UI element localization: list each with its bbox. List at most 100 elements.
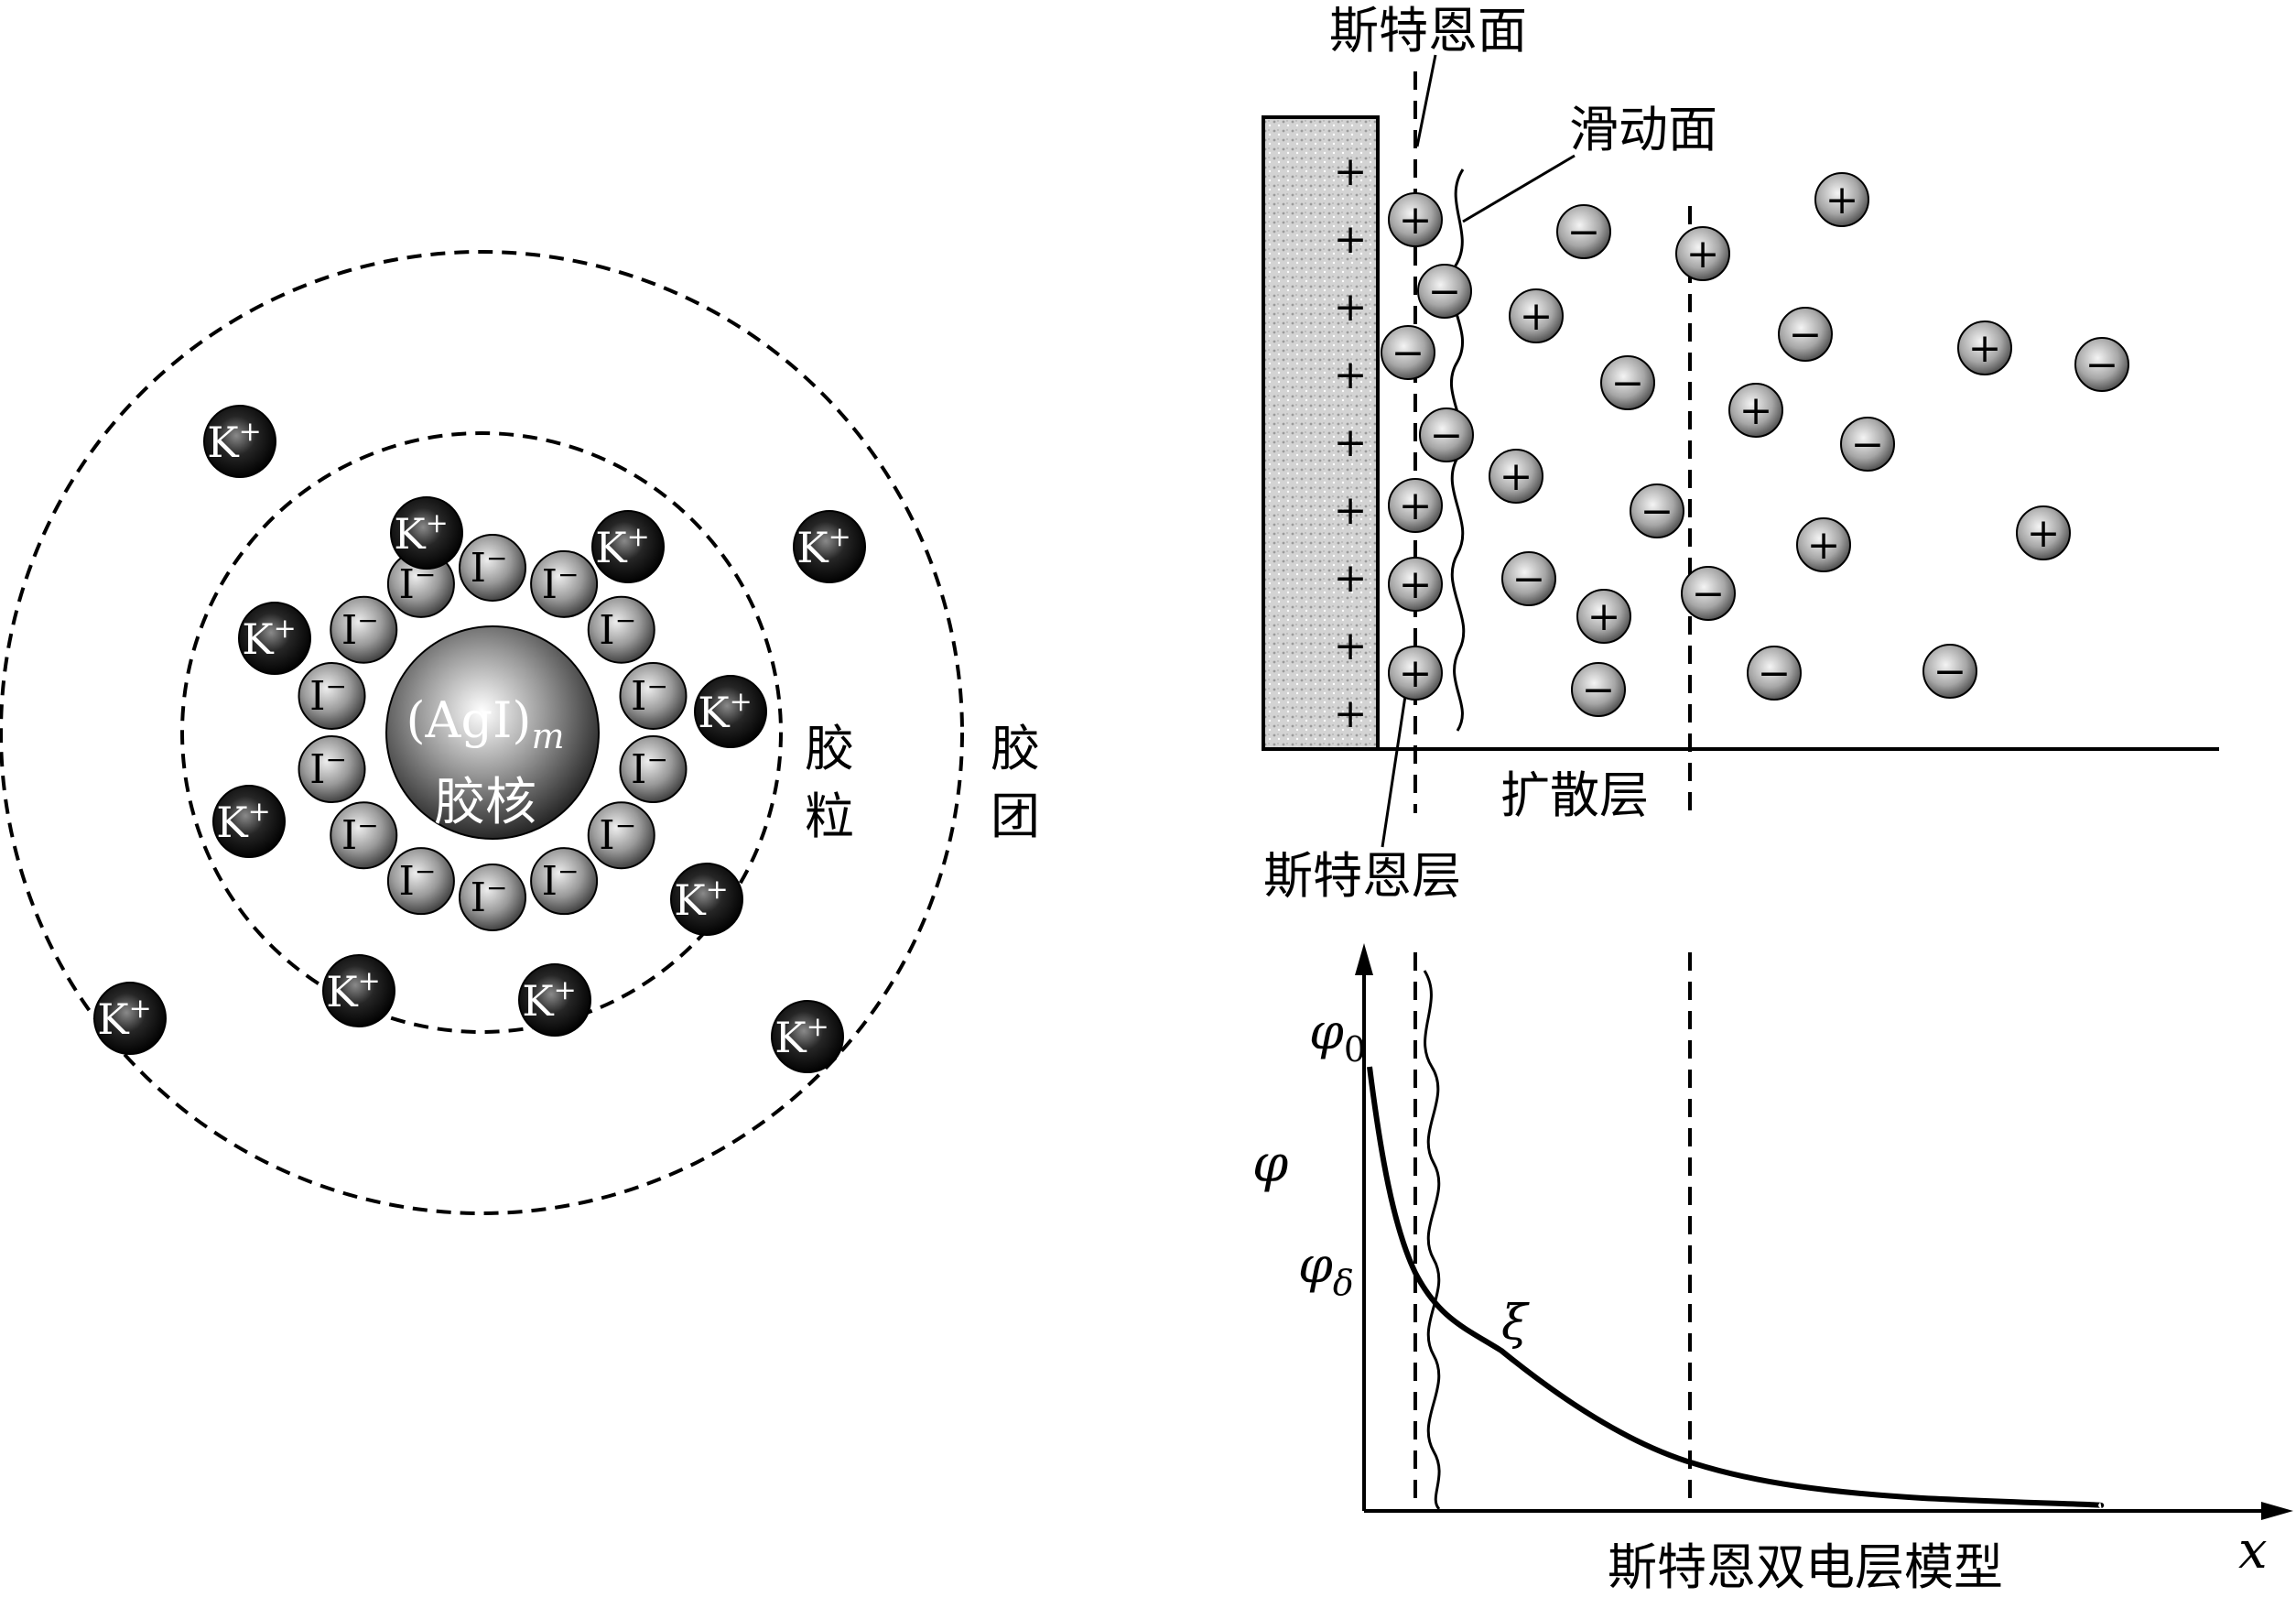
cation: + [1388, 478, 1443, 533]
ion-sign: + [1520, 293, 1554, 340]
anion: − [1681, 566, 1736, 621]
slip-plane-label: 滑动面 [1569, 101, 1717, 158]
potassium-ion: K+ [670, 863, 743, 936]
ion-sign: + [1587, 593, 1621, 640]
iodide-ion-label: I− [341, 810, 379, 859]
iodide-ion: I− [330, 801, 398, 870]
anion: − [1556, 204, 1611, 259]
stern-plane-leader [1415, 54, 1437, 147]
potassium-ion-label: K+ [796, 521, 851, 572]
potential-curve [1367, 1066, 2105, 1508]
iodide-ion: I− [298, 661, 366, 730]
micelle-label-2: 团 [991, 788, 1040, 845]
cation: + [1509, 288, 1564, 343]
cation: + [1388, 192, 1443, 247]
potassium-ion-label: K+ [522, 974, 577, 1026]
potassium-ion-label: K+ [698, 686, 753, 737]
potassium-ion-label: K+ [326, 965, 381, 1016]
cation: + [1675, 226, 1730, 281]
wall-plus-sign: + [1334, 284, 1368, 331]
wall-plus-sign: + [1334, 555, 1368, 602]
ion-sign: − [1582, 667, 1616, 713]
ion-sign: − [1611, 360, 1645, 407]
iodide-ion-label: I− [471, 873, 508, 921]
iodide-ion: I− [587, 801, 655, 870]
wall-plus-sign: + [1334, 148, 1368, 195]
anion: − [1747, 646, 1802, 701]
phi-delta-label: φδ [1298, 1236, 1354, 1303]
iodide-ion: I− [530, 847, 599, 916]
iodide-ion: I− [530, 549, 599, 618]
potassium-ion: K+ [771, 1000, 844, 1073]
wall-plus-sign: + [1334, 623, 1368, 669]
potassium-ion: K+ [390, 496, 463, 570]
potassium-counter-ions: K+K+K+K+K+K+K+K+K+K+K+K+ [93, 405, 866, 1073]
diffuse-layer-label: 扩散层 [1500, 766, 1649, 824]
potassium-ion-label: K+ [97, 993, 152, 1044]
ion-sign: − [1392, 330, 1425, 376]
iodide-ion-label: I− [309, 744, 347, 793]
adsorbed-iodide-ring: I−I−I−I−I−I−I−I−I−I−I−I−I−I− [298, 534, 688, 931]
phi0-label: φ0 [1309, 1003, 1366, 1070]
cation: + [1388, 557, 1443, 612]
potassium-ion: K+ [591, 510, 665, 583]
iodide-ion-label: I− [309, 671, 347, 720]
potassium-ion: K+ [238, 602, 311, 675]
iodide-ion-label: I− [398, 856, 436, 905]
ion-sign: + [1968, 325, 2002, 372]
ion-sign: − [1430, 412, 1464, 459]
iodide-ion-label: I− [631, 744, 668, 793]
diffuse-ions: +−−−+++−+++−−+−+−+−++−+−−−− [1381, 172, 2129, 717]
potassium-ion: K+ [93, 982, 167, 1055]
potassium-ion: K+ [203, 405, 276, 478]
double-layer-diagram: +++++++++ 斯特恩面 滑动面 扩散层 斯特恩层 +−−−+++−+++−… [1262, 2, 2219, 905]
anion: − [1417, 264, 1472, 319]
y-symbol: φ [1252, 1135, 1288, 1194]
cation: + [1796, 517, 1851, 572]
ion-sign: + [1686, 231, 1720, 277]
particle-label-1: 胶 [805, 720, 854, 777]
charged-wall [1262, 115, 1380, 751]
x-symbol: x [2238, 1521, 2268, 1581]
iodide-ion: I− [386, 847, 455, 916]
ion-sign: + [1825, 177, 1859, 223]
ion-sign: − [1789, 311, 1823, 358]
iodide-ion-label: I− [599, 810, 636, 859]
cation: + [1576, 589, 1631, 644]
cation: + [1957, 320, 2012, 375]
potassium-ion: K+ [793, 510, 866, 583]
ion-sign: + [2027, 510, 2061, 557]
anion: − [1922, 644, 1977, 699]
anion: − [1419, 407, 1474, 462]
potassium-ion: K+ [518, 963, 591, 1037]
ion-sign: − [2085, 342, 2119, 388]
cation: + [2016, 505, 2071, 560]
iodide-ion-label: I− [542, 856, 579, 905]
micelle-boundary [0, 250, 964, 1215]
iodide-ion-label: I− [471, 543, 508, 592]
iodide-ion: I− [619, 735, 688, 804]
ion-sign: − [1851, 421, 1885, 468]
ion-sign: + [1739, 387, 1773, 434]
stern-layer-leader [1381, 695, 1407, 848]
iodide-ion: I− [298, 735, 366, 804]
stern-plane-label: 斯特恩面 [1329, 2, 1527, 60]
ion-sign: + [1500, 453, 1533, 500]
wall-surface-charges: +++++++++ [1334, 148, 1368, 737]
figure-caption: 斯特恩双电层模型 [1608, 1538, 2003, 1596]
iodide-ion: I− [459, 534, 526, 602]
ion-sign: + [1399, 197, 1433, 244]
anion: − [1501, 551, 1556, 606]
potassium-ion-label: K+ [595, 521, 650, 572]
cation: + [1728, 383, 1783, 438]
iodide-ion: I− [330, 595, 398, 664]
potential-plot: φ0 φ φδ ξ x 斯特恩双电层模型 [1252, 943, 2293, 1596]
anion: − [1840, 417, 1895, 472]
ion-sign: − [1692, 570, 1726, 617]
ion-sign: − [1512, 556, 1546, 603]
anion: − [1630, 483, 1684, 538]
potassium-ion-label: K+ [774, 1011, 829, 1062]
ion-sign: + [1807, 522, 1841, 569]
core-formula: (AgI)m [406, 691, 564, 756]
wall-plus-sign: + [1334, 690, 1368, 737]
